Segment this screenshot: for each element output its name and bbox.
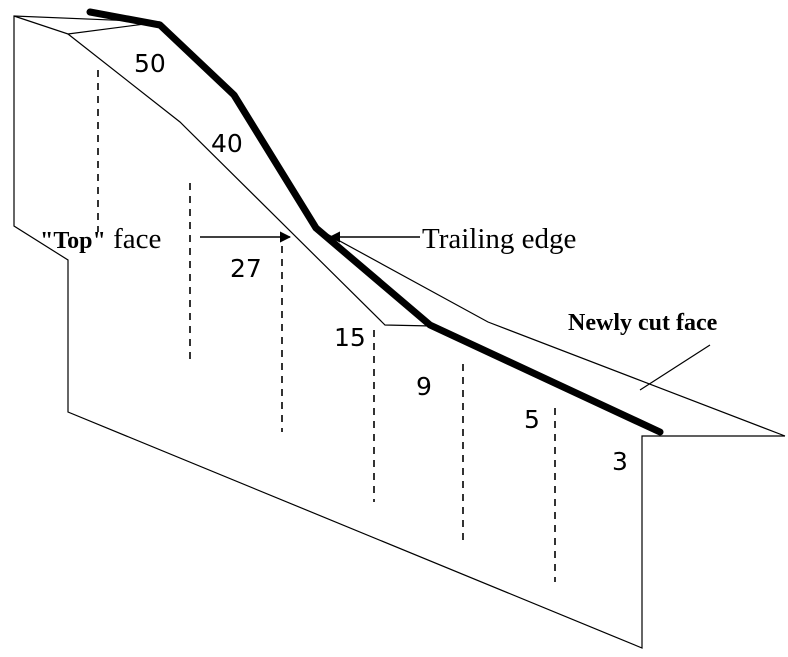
- block-outline: [13, 15, 785, 649]
- value-label-50: 50: [134, 49, 166, 78]
- value-label-15: 15: [334, 323, 366, 352]
- trailing-edge-profile: [86, 8, 664, 436]
- top-face-label: "Top" face: [40, 223, 161, 255]
- value-label-9: 9: [416, 372, 432, 401]
- top-face-line: [67, 33, 433, 327]
- value-label-40: 40: [211, 129, 243, 158]
- value-label-3: 3: [612, 447, 628, 476]
- newly-cut-face-pointer: [639, 344, 711, 391]
- value-label-5: 5: [524, 405, 540, 434]
- top-face-label-bold: "Top": [40, 228, 106, 254]
- value-label-27: 27: [230, 254, 262, 283]
- newly-cut-face-label: Newly cut face: [568, 310, 718, 336]
- top-face-label-rest: face: [106, 223, 162, 255]
- trailing-edge-label: Trailing edge: [422, 223, 576, 255]
